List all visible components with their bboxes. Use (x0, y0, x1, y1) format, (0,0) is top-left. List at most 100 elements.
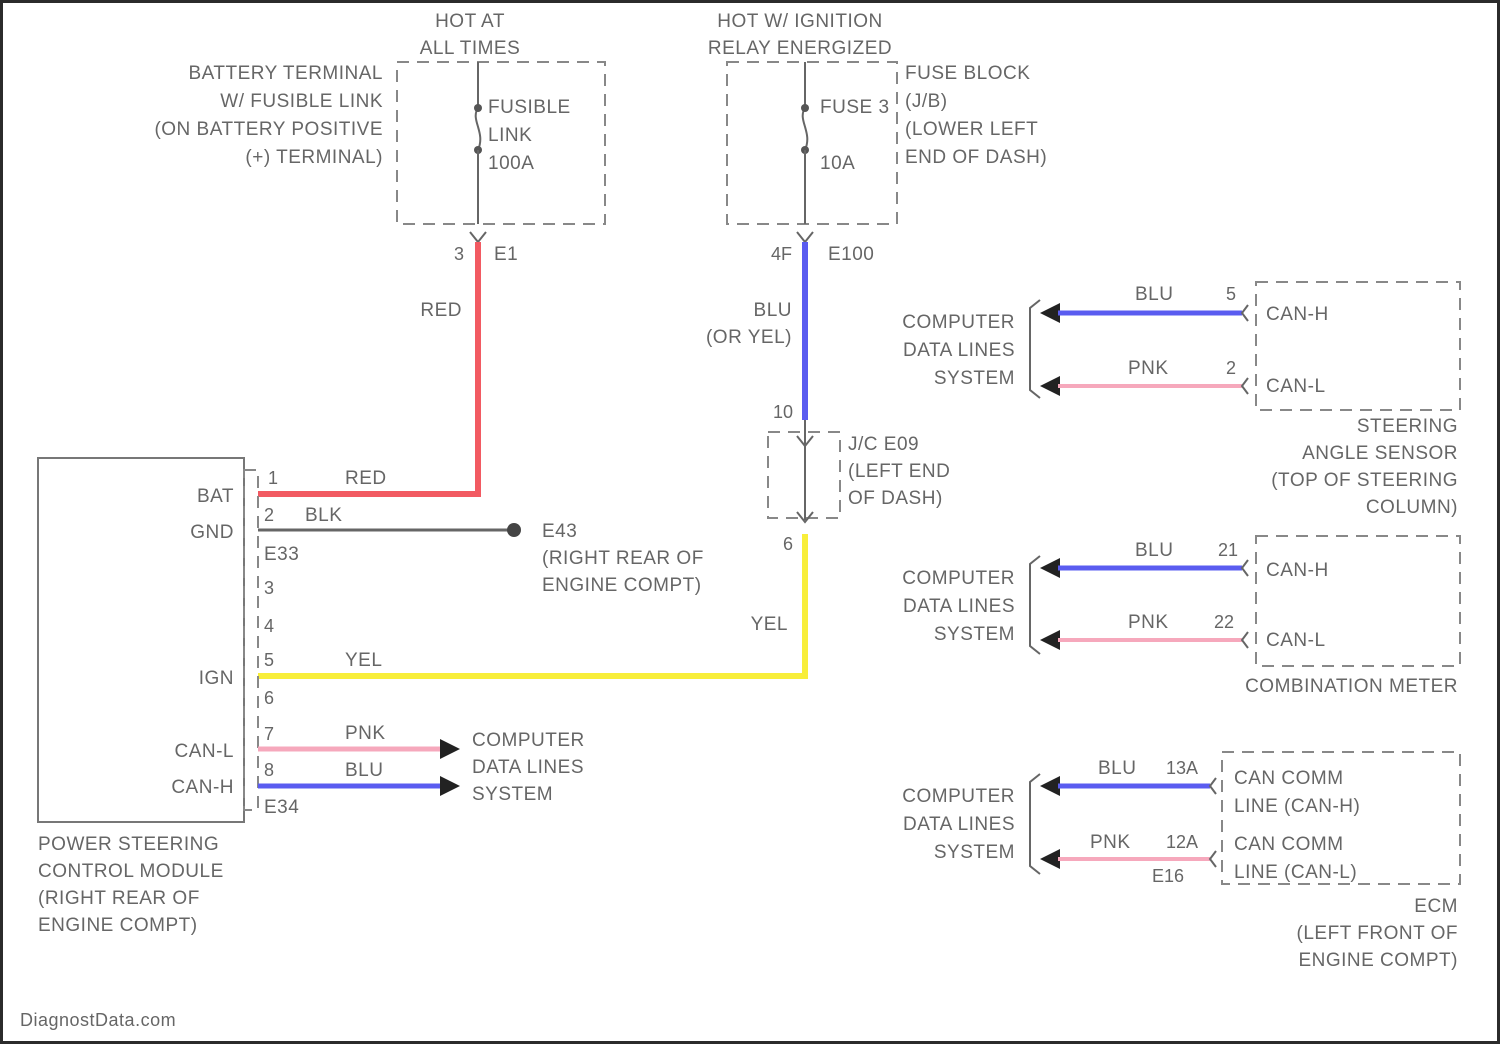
meter-pin-21-symbol (1242, 560, 1248, 576)
blu-wire-label-1: BLU (754, 300, 792, 321)
ecm-can-h-arrow (1040, 776, 1060, 796)
meter-can-h-arrow (1040, 558, 1060, 578)
meter-bracket (1030, 556, 1040, 654)
fuse-label-1: FUSE 3 (820, 97, 890, 118)
pscm-pin-2-name: GND (190, 522, 234, 543)
ecm-connector: E16 (1152, 866, 1184, 886)
ground-location-1: (RIGHT REAR OF (542, 548, 704, 569)
fuse-block-label-1: FUSE BLOCK (905, 63, 1030, 84)
yel-wire-label: YEL (751, 614, 788, 635)
pscm-connector (244, 470, 258, 810)
pscm-label-1: POWER STEERING (38, 834, 219, 855)
ecm-canh-2: LINE (CAN-H) (1234, 796, 1360, 817)
ground-location-2: ENGINE COMPT) (542, 575, 702, 596)
fuse-block-box (727, 62, 897, 224)
ecm-pnk-pin: 12A (1166, 832, 1198, 852)
meter-pnk-label: PNK (1128, 612, 1169, 633)
pscm-label-2: CONTROL MODULE (38, 861, 224, 882)
sas-canl: CAN-L (1266, 376, 1326, 397)
e1-connector-symbol (470, 232, 486, 242)
sas-data-lines-3: SYSTEM (934, 368, 1015, 389)
pscm-pin-7: 7 (264, 724, 274, 744)
red-wire-battery (258, 242, 478, 494)
fusible-link-label-2: LINK (488, 125, 532, 146)
hot-at-all-times-line2: ALL TIMES (420, 38, 521, 59)
ecm-label-2: (LEFT FRONT OF (1297, 923, 1458, 944)
pscm-pin-6: 6 (264, 688, 274, 708)
fuse-block-label-2: (J/B) (905, 91, 948, 112)
pscm-blu-label: BLU (345, 760, 383, 781)
ecm-blu-pin: 13A (1166, 758, 1198, 778)
sas-label-2: ANGLE SENSOR (1302, 443, 1458, 464)
pscm-pin-5: 5 (264, 650, 274, 670)
pscm-pin-2: 2 (264, 505, 274, 525)
sas-label-4: COLUMN) (1366, 497, 1458, 518)
e1-connector: E1 (494, 244, 518, 265)
pscm-box (38, 458, 244, 822)
e100-connector: E100 (828, 244, 874, 265)
sas-pnk-pin: 2 (1226, 358, 1236, 378)
ecm-canl-1: CAN COMM (1234, 834, 1344, 855)
pscm-pin-1: 1 (268, 468, 278, 488)
ecm-canl-2: LINE (CAN-L) (1234, 862, 1357, 883)
meter-label: COMBINATION METER (1245, 676, 1458, 697)
fuse-block-label-4: END OF DASH) (905, 147, 1047, 168)
meter-pnk-pin: 22 (1214, 612, 1234, 632)
pscm-pin-8-name: CAN-H (171, 777, 234, 798)
e1-pin: 3 (454, 244, 464, 264)
meter-blu-pin: 21 (1218, 540, 1238, 560)
ecm-data-lines-1: COMPUTER (902, 786, 1015, 807)
pscm-conn-top: E33 (264, 544, 299, 565)
sas-blu-label: BLU (1135, 284, 1173, 305)
sas-blu-pin: 5 (1226, 284, 1236, 304)
ecm-label-1: ECM (1414, 896, 1458, 917)
hot-ignition-line2: RELAY ENERGIZED (708, 38, 892, 59)
yel-wire-ign-label: YEL (345, 650, 382, 671)
pscm-pin-3: 3 (264, 578, 274, 598)
fuse-block-label-3: (LOWER LEFT (905, 119, 1038, 140)
e100-connector-symbol (797, 232, 813, 242)
meter-canl: CAN-L (1266, 630, 1326, 651)
meter-can-l-arrow (1040, 630, 1060, 650)
e100-pin: 4F (771, 244, 792, 264)
battery-terminal-line4: (+) TERMINAL) (245, 147, 383, 168)
sas-can-h-arrow (1040, 303, 1060, 323)
jc-label-3: OF DASH) (848, 488, 943, 509)
meter-canh: CAN-H (1266, 560, 1329, 581)
fusible-link-label-3: 100A (488, 153, 534, 174)
sas-label-3: (TOP OF STEERING (1271, 470, 1458, 491)
ecm-data-lines-3: SYSTEM (934, 842, 1015, 863)
battery-terminal-line1: BATTERY TERMINAL (188, 63, 383, 84)
meter-data-lines-2: DATA LINES (903, 596, 1015, 617)
pscm-can-l-arrow (440, 739, 460, 759)
sas-can-l-arrow (1040, 376, 1060, 396)
jc-label-2: (LEFT END (848, 461, 950, 482)
pscm-can-h-arrow (440, 776, 460, 796)
pscm-pin-7-name: CAN-L (174, 741, 234, 762)
sas-data-lines-2: DATA LINES (903, 340, 1015, 361)
sas-pin-2-symbol (1242, 378, 1248, 394)
pscm-pnk-label: PNK (345, 723, 386, 744)
yel-wire-ignition (258, 534, 805, 676)
battery-terminal-line2: W/ FUSIBLE LINK (220, 91, 383, 112)
ground-id: E43 (542, 521, 577, 542)
ecm-pin-13a-symbol (1210, 778, 1216, 794)
blk-wire-label: BLK (305, 505, 342, 526)
ecm-pnk-label: PNK (1090, 832, 1131, 853)
ecm-canh-1: CAN COMM (1234, 768, 1344, 789)
pscm-conn-bottom: E34 (264, 797, 299, 818)
battery-terminal-line3: (ON BATTERY POSITIVE (154, 119, 383, 140)
blu-wire-label-2: (OR YEL) (706, 327, 792, 348)
pscm-data-lines-3: SYSTEM (472, 784, 553, 805)
sas-data-lines-1: COMPUTER (902, 312, 1015, 333)
meter-blu-label: BLU (1135, 540, 1173, 561)
hot-at-all-times-line1: HOT AT (435, 11, 505, 32)
ecm-bracket (1030, 774, 1040, 874)
pscm-pin-5-name: IGN (199, 668, 234, 689)
pscm-data-lines-1: COMPUTER (472, 730, 585, 751)
meter-data-lines-3: SYSTEM (934, 624, 1015, 645)
sas-label-1: STEERING (1357, 416, 1458, 437)
sas-canh: CAN-H (1266, 304, 1329, 325)
hot-ignition-line1: HOT W/ IGNITION (717, 11, 882, 32)
